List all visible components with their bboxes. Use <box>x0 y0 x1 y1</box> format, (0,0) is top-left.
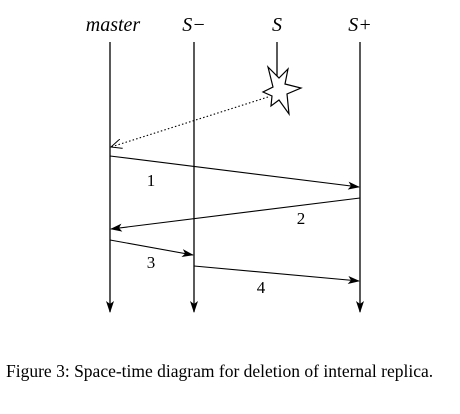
crash-star-icon <box>261 65 303 117</box>
message-arrow-2 <box>110 197 361 232</box>
caption-text: Space-time diagram for deletion of inter… <box>74 361 434 381</box>
message-arrow-4 <box>193 265 360 284</box>
caption-prefix: Figure 3: <box>6 361 70 381</box>
space-time-diagram: master S− S S+ 1 2 3 4 <box>86 14 372 313</box>
message-arrow-1 <box>109 155 360 190</box>
message-label-4: 4 <box>257 278 266 297</box>
process-label-master: master <box>86 14 141 36</box>
failure-notice-arrow <box>111 96 269 147</box>
message-arrow-3 <box>109 239 194 257</box>
process-label-s-minus: S− <box>182 14 206 36</box>
message-label-3: 3 <box>147 253 156 272</box>
figure-caption: Figure 3: Space-time diagram for deletio… <box>6 360 456 382</box>
process-label-s: S <box>272 14 282 36</box>
message-label-1: 1 <box>147 171 156 190</box>
message-label-2: 2 <box>297 209 306 228</box>
process-label-s-plus: S+ <box>348 14 372 36</box>
